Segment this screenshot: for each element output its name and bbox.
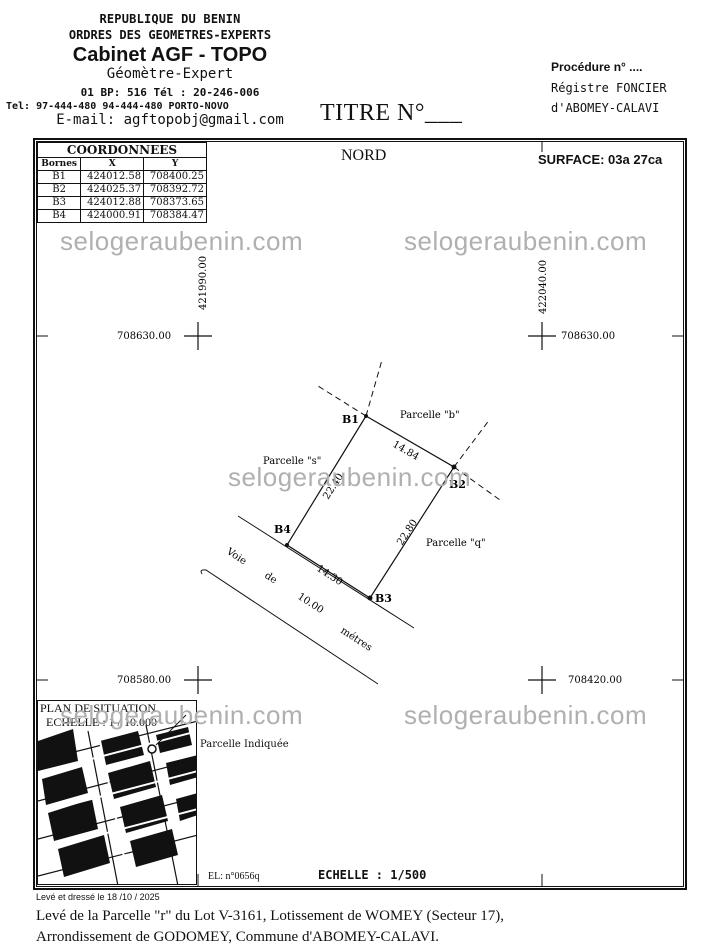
situation-map xyxy=(38,714,196,884)
north-label: NORD xyxy=(341,147,387,164)
vertex-b3-label: B3 xyxy=(375,592,392,605)
coord-x: 424012.88 xyxy=(80,196,145,210)
el-number: EL: n°0656q xyxy=(208,871,260,882)
cabinet-name: Cabinet AGF - TOPO xyxy=(72,44,268,66)
grid-y-top-right-label: 708630.00 xyxy=(561,331,615,342)
road-word-voie: Voie xyxy=(224,546,249,567)
road-lines xyxy=(200,515,415,685)
coord-y: 708384.47 xyxy=(143,209,207,223)
indication-arrow xyxy=(155,714,187,746)
plan-scale: ECHELLE : 1/500 xyxy=(318,868,427,882)
parcel-location-marker xyxy=(147,744,157,754)
cabinet-phones: Tel: 97-444-480 94-444-480 PORTO-NOVO xyxy=(6,101,229,112)
cabinet-postal: 01 BP: 516 Tél : 20-246-006 xyxy=(80,86,260,99)
procedure-number: Procédure n° .... xyxy=(551,60,643,74)
neighbor-parcel-q: Parcelle "q" xyxy=(426,538,486,549)
registre-commune: d'ABOMEY-CALAVI xyxy=(551,101,660,115)
vertex-b4-label: B4 xyxy=(274,523,291,536)
grid-y-top-left-label: 708630.00 xyxy=(117,331,171,342)
country-name: REPUBLIQUE DU BENIN xyxy=(99,12,241,26)
table-row: B2 424025.37 708392.72 xyxy=(36,183,207,197)
plan-outer-frame xyxy=(33,138,687,890)
side-b3-b4-length: 14.30 xyxy=(314,563,344,588)
coord-borne: B4 xyxy=(36,209,82,223)
surface-area: SURFACE: 03a 27ca xyxy=(538,152,663,167)
situation-plan-title: PLAN DE SITUATION xyxy=(40,701,156,715)
coord-header-x: X xyxy=(80,157,145,171)
coord-x: 424025.37 xyxy=(80,183,145,197)
boundary-extensions xyxy=(317,359,501,501)
road-word-metres: métres xyxy=(338,625,374,653)
watermark: selogeraubenin.com xyxy=(60,226,304,256)
vertex-b1-label: B1 xyxy=(342,413,359,426)
parcel-outline xyxy=(286,415,455,599)
map-roads xyxy=(38,720,196,884)
vertex-markers xyxy=(285,414,457,601)
grid-x-left-label: 421990.00 xyxy=(198,256,209,310)
order-name: ORDRES DES GEOMETRES-EXPERTS xyxy=(68,28,272,42)
coordinates-table-box: COORDONNEES Bornes X Y B1 424012.58 7084… xyxy=(36,142,207,235)
cabinet-email: E-mail: agftopobj@gmail.com xyxy=(56,112,284,128)
coord-borne: B2 xyxy=(36,183,82,197)
grid-y-bottom-right-label: 708420.00 xyxy=(568,675,622,686)
watermark: selogeraubenin.com xyxy=(404,700,648,730)
grid-x-right-label: 422040.00 xyxy=(538,260,549,314)
road-word-width: 10.00 xyxy=(295,591,325,616)
neighbor-parcel-b: Parcelle "b" xyxy=(400,410,460,421)
parcel-description-line1: Levé de la Parcelle "r" du Lot V-3161, L… xyxy=(36,908,504,924)
coordinates-table: COORDONNEES Bornes X Y B1 424012.58 7084… xyxy=(36,142,207,223)
neighbor-parcel-s: Parcelle "s" xyxy=(263,456,321,467)
watermark: selogeraubenin.com xyxy=(228,462,472,492)
coord-y: 708392.72 xyxy=(143,183,207,197)
grid-crosses xyxy=(184,322,556,694)
parcel-description-line2: Arrondissement de GODOMEY, Commune d'ABO… xyxy=(36,929,439,945)
registre-foncier: Régistre FONCIER xyxy=(551,81,667,95)
vertex-b2-label: B2 xyxy=(449,478,466,491)
table-row: B1 424012.58 708400.25 xyxy=(36,170,207,184)
cabinet-role: Géomètre-Expert xyxy=(106,66,234,82)
side-b1-b2-length: 14.84 xyxy=(391,439,421,463)
road-word-de: de xyxy=(262,570,278,586)
survey-date: Levé et dressé le 18 /10 / 2025 xyxy=(36,892,160,902)
coord-header-bornes: Bornes xyxy=(36,157,82,171)
plan-inner-frame xyxy=(36,141,684,887)
coord-borne: B1 xyxy=(36,170,82,184)
coord-borne: B3 xyxy=(36,196,82,210)
table-row: B4 424000.91 708384.47 xyxy=(36,209,207,223)
situation-plan xyxy=(37,700,197,885)
situation-plan-scale: ECHELLE : 1 / 10.000 xyxy=(46,715,157,729)
watermark: selogeraubenin.com xyxy=(404,226,648,256)
parcelle-indiquee-label: Parcelle Indiquée xyxy=(200,739,289,750)
coord-header-y: Y xyxy=(143,157,207,171)
frame-ticks xyxy=(36,141,684,887)
coord-y: 708373.65 xyxy=(143,196,207,210)
map-blocks xyxy=(38,727,196,884)
grid-y-bottom-left-label: 708580.00 xyxy=(117,675,171,686)
coord-x: 424000.91 xyxy=(80,209,145,223)
map-streets xyxy=(38,730,196,884)
watermark: selogeraubenin.com xyxy=(60,700,304,730)
coord-x: 424012.58 xyxy=(80,170,145,184)
side-b2-b3-length: 22.80 xyxy=(395,518,420,548)
table-row: B3 424012.88 708373.65 xyxy=(36,196,207,210)
coordinates-caption: COORDONNEES xyxy=(37,142,207,158)
coord-y: 708400.25 xyxy=(143,170,207,184)
titre-number: TITRE N°___ xyxy=(320,100,463,126)
